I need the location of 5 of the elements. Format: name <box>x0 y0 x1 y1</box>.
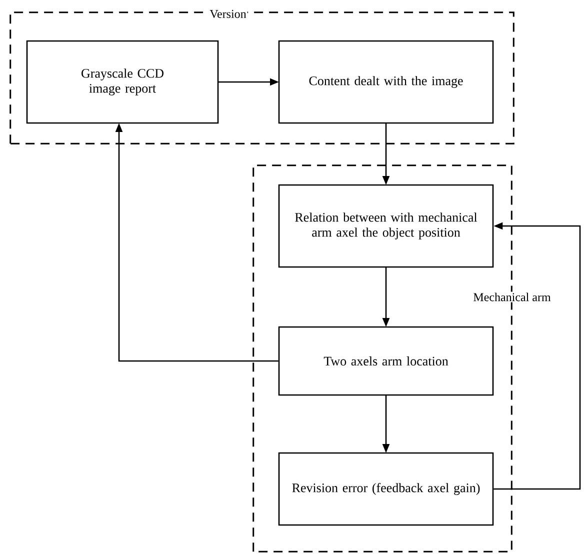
process-box: Content dealt with the image <box>278 40 494 124</box>
process-box: Two axels arm location <box>278 326 494 396</box>
process-box: Grayscale CCD image report <box>26 40 219 124</box>
process-box: Relation between with mechanical arm axel the object position <box>278 184 494 268</box>
process-box: Revision error (feedback axel gain) <box>278 452 494 526</box>
